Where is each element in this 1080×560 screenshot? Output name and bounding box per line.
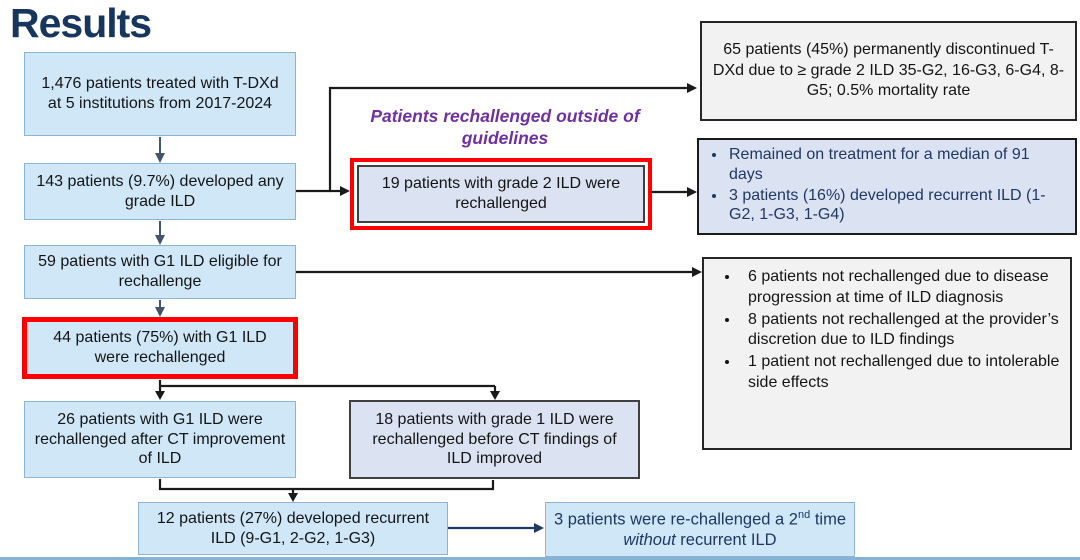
down-arrow-ild-to-eligible [155, 221, 165, 245]
arrow-grade2-to-outcome [652, 187, 697, 197]
split-arrow-rechallenged-to-ct-boxes [155, 380, 500, 400]
flow-box-any-grade-ild-text: 143 patients (9.7%) developed any grade … [36, 172, 284, 210]
arrow-recurrent-to-second-rechallenge [448, 523, 544, 533]
down-arrow-total-to-ild [155, 137, 165, 163]
not-rechallenged-bullet: 8 patients not rechallenged at the provi… [740, 310, 1060, 352]
side-box-discontinued-text: 65 patients (45%) permanently discontinu… [712, 40, 1065, 100]
flow-box-rechallenged-after-ct-text: 26 patients with G1 ILD were rechallenge… [34, 410, 286, 468]
treatment-outcome-bullet-list: Remained on treatment for a median of 91… [707, 145, 1067, 225]
flow-box-total-patients: 1,476 patients treated with T-DXd at 5 i… [24, 52, 296, 136]
not-rechallenged-bullet: 6 patients not rechallenged due to disea… [740, 267, 1060, 309]
flow-box-rechallenged-before-ct-text: 18 patients with grade 1 ILD were rechal… [372, 410, 617, 468]
treatment-outcome-bullet: 3 patients (16%) developed recurrent ILD… [727, 186, 1067, 226]
treatment-outcome-bullet: Remained on treatment for a median of 91… [727, 145, 1067, 185]
not-rechallenged-bullet-list: 6 patients not rechallenged due to disea… [714, 267, 1060, 394]
second-rechallenge-part3: recurrent ILD [675, 530, 777, 549]
down-arrow-eligible-to-rechallenged [155, 300, 165, 317]
flow-box-eligible-rechallenge-text: 59 patients with G1 ILD eligible for rec… [38, 253, 282, 290]
side-box-discontinued: 65 patients (45%) permanently discontinu… [700, 21, 1077, 121]
merge-arrow-to-recurrent [158, 479, 495, 502]
slide-bottom-rule [0, 557, 1080, 560]
flow-box-g1-rechallenged-highlighted: 44 patients (75%) with G1 ILD were recha… [22, 317, 298, 379]
outside-guidelines-label: Patients rechallenged outside of guideli… [370, 106, 640, 148]
flow-box-second-rechallenge-text: 3 patients were re-challenged a 2nd time… [554, 509, 846, 550]
side-box-treatment-outcome: Remained on treatment for a median of 91… [697, 138, 1077, 235]
flow-box-grade2-rechallenged-inner: 19 patients with grade 2 ILD were rechal… [357, 165, 645, 223]
flow-box-any-grade-ild: 143 patients (9.7%) developed any grade … [24, 163, 296, 220]
flow-box-eligible-rechallenge: 59 patients with G1 ILD eligible for rec… [24, 245, 296, 299]
second-rechallenge-sup: nd [798, 508, 811, 521]
flow-box-recurrent-ild: 12 patients (27%) developed recurrent IL… [138, 502, 448, 555]
flow-box-grade2-rechallenged-highlighted: 19 patients with grade 2 ILD were rechal… [350, 158, 652, 230]
flow-box-second-rechallenge: 3 patients were re-challenged a 2nd time… [545, 502, 855, 557]
second-rechallenge-part1: 3 patients were re-challenged a 2 [554, 510, 798, 529]
second-rechallenge-italic: without [623, 530, 676, 549]
arrow-eligible-to-reasons [296, 267, 702, 277]
arrow-ild-to-grade2-box [330, 186, 350, 196]
page-title: Results [10, 0, 152, 46]
flow-box-rechallenged-after-ct: 26 patients with G1 ILD were rechallenge… [24, 401, 296, 478]
flow-box-g1-rechallenged-text: 44 patients (75%) with G1 ILD were recha… [53, 329, 267, 366]
flow-box-total-patients-text: 1,476 patients treated with T-DXd at 5 i… [41, 75, 279, 112]
side-box-not-rechallenged-reasons: 6 patients not rechallenged due to disea… [702, 257, 1072, 450]
flow-box-grade2-rechallenged-text: 19 patients with grade 2 ILD were rechal… [381, 175, 621, 212]
second-rechallenge-part2: time [810, 510, 847, 529]
flow-box-recurrent-ild-text: 12 patients (27%) developed recurrent IL… [156, 509, 430, 547]
flow-box-rechallenged-before-ct: 18 patients with grade 1 ILD were rechal… [349, 400, 640, 479]
not-rechallenged-bullet: 1 patient not rechallenged due to intole… [740, 352, 1060, 394]
